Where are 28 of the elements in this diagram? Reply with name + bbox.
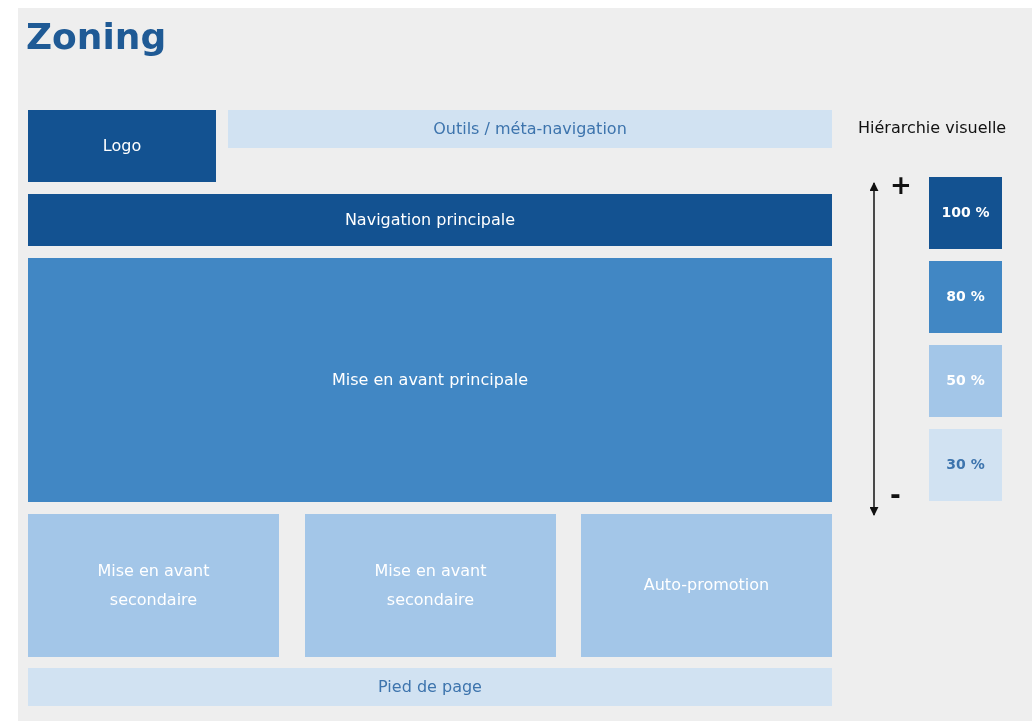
content-zone — [305, 514, 556, 657]
zone-label: Navigation principale — [344, 208, 516, 231]
content-zone — [28, 514, 279, 657]
content-zone — [581, 514, 832, 657]
zone-label: 50 % — [946, 371, 985, 391]
level-swatch — [929, 261, 1002, 333]
level-swatch — [929, 177, 1002, 249]
zone-label: 100 % — [941, 203, 990, 223]
header-zone — [28, 110, 216, 182]
zone-label: Outils / méta-navigation — [433, 117, 627, 140]
footer-zone — [28, 668, 832, 706]
zone-label: Pied de page — [378, 675, 482, 698]
level-swatch — [929, 429, 1002, 501]
hero-zone — [28, 258, 832, 502]
plus-sign: + — [890, 170, 912, 200]
level-swatch — [929, 345, 1002, 417]
navigation-bar — [28, 194, 832, 246]
minus-sign: - — [890, 480, 901, 510]
heading-label: Hiérarchie visuelle — [858, 118, 1007, 137]
zone-label: 80 % — [946, 287, 985, 307]
zone-label: 30 % — [946, 455, 985, 475]
zone-label: Logo — [102, 134, 142, 157]
zone-label: Mise en avant principale — [332, 368, 528, 391]
zone-label: Mise en avant secondaire — [96, 559, 211, 611]
toolbar-zone — [228, 110, 832, 148]
diagram-title: Zoning — [26, 16, 167, 57]
zone-label: Mise en avant secondaire — [373, 559, 488, 611]
zone-label: Auto-promotion — [643, 574, 770, 597]
